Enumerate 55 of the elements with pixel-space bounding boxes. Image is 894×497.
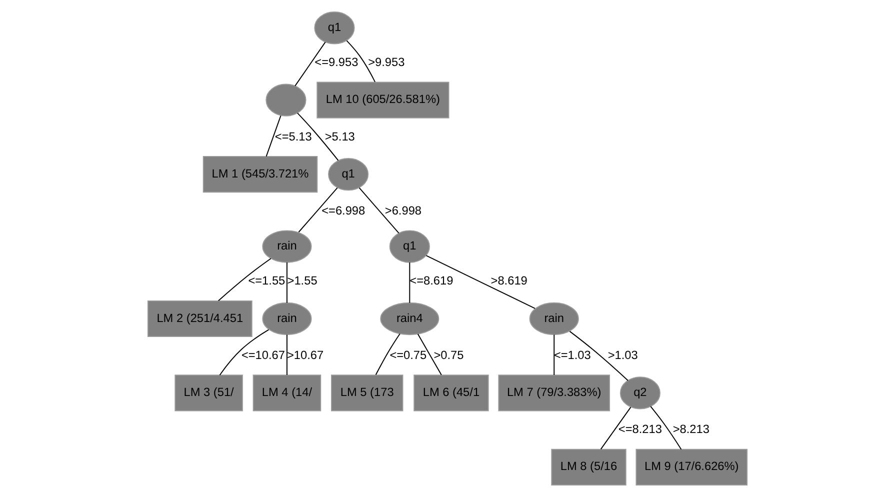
- node-box: LM 4 (14/: [252, 374, 321, 412]
- connector: [425, 255, 535, 309]
- connector: [286, 262, 287, 304]
- edge-label: >9.953: [368, 55, 404, 70]
- connector: [553, 334, 554, 376]
- edge-label: <=1.03: [553, 348, 590, 362]
- edge-label: >1.03: [607, 348, 638, 362]
- node-ellipse: q2: [619, 376, 660, 410]
- node-box: LM 10 (605/26.581%): [316, 82, 449, 118]
- node-circle: [265, 84, 306, 116]
- connector: [650, 406, 682, 450]
- node-box: LM 3 (51/: [174, 374, 242, 412]
- node-ellipse: q1: [314, 12, 354, 44]
- edge-label: <=1.55: [248, 274, 285, 288]
- node-ellipse: q1: [328, 158, 368, 191]
- node-ellipse: q1: [388, 230, 430, 263]
- edge-label: <=6.998: [321, 203, 365, 218]
- connector: [374, 333, 400, 376]
- connector: [218, 329, 269, 376]
- edge-label: <=8.619: [409, 274, 453, 288]
- edge-label: >8.619: [490, 274, 527, 288]
- node-box: LM 9 (17/6.626%): [635, 448, 748, 486]
- node-ellipse: rain: [262, 302, 312, 336]
- connector: [286, 334, 287, 376]
- connector: [346, 40, 376, 82]
- connector: [265, 115, 281, 157]
- connector: [294, 42, 326, 86]
- node-ellipse: rain: [528, 302, 578, 336]
- connector: [416, 334, 442, 376]
- node-box: LM 5 (173: [330, 374, 403, 412]
- edge-label: >8.213: [672, 422, 709, 436]
- edge-label: <=9.953: [314, 55, 358, 70]
- node-box: LM 2 (251/4.451: [146, 300, 252, 338]
- connector: [600, 406, 631, 450]
- edge-label: <=8.213: [618, 422, 662, 436]
- node-box: LM 6 (45/1: [413, 374, 488, 412]
- node-box: LM 7 (79/3.383%): [498, 374, 610, 412]
- edge-label: <=5.13: [274, 129, 312, 144]
- connector: [298, 187, 338, 233]
- edge-label: >10.67: [286, 348, 324, 362]
- connector: [408, 262, 410, 304]
- edge-label: <=10.67: [240, 348, 284, 362]
- edge-label: >0.75: [433, 348, 464, 362]
- connector: [568, 330, 628, 381]
- connector: [296, 112, 338, 161]
- edge-label: >6.998: [384, 203, 422, 218]
- node-box: LM 8 (5/16: [550, 448, 626, 486]
- edge-label: >5.13: [324, 129, 354, 144]
- node-box: LM 1 (545/3.721%: [202, 156, 318, 193]
- node-ellipse: rain: [262, 230, 312, 263]
- edge-label: >1.55: [286, 274, 317, 288]
- edge-label: <=0.75: [389, 348, 426, 362]
- node-ellipse: rain4: [380, 302, 439, 336]
- connector: [217, 258, 271, 302]
- connector: [358, 187, 399, 234]
